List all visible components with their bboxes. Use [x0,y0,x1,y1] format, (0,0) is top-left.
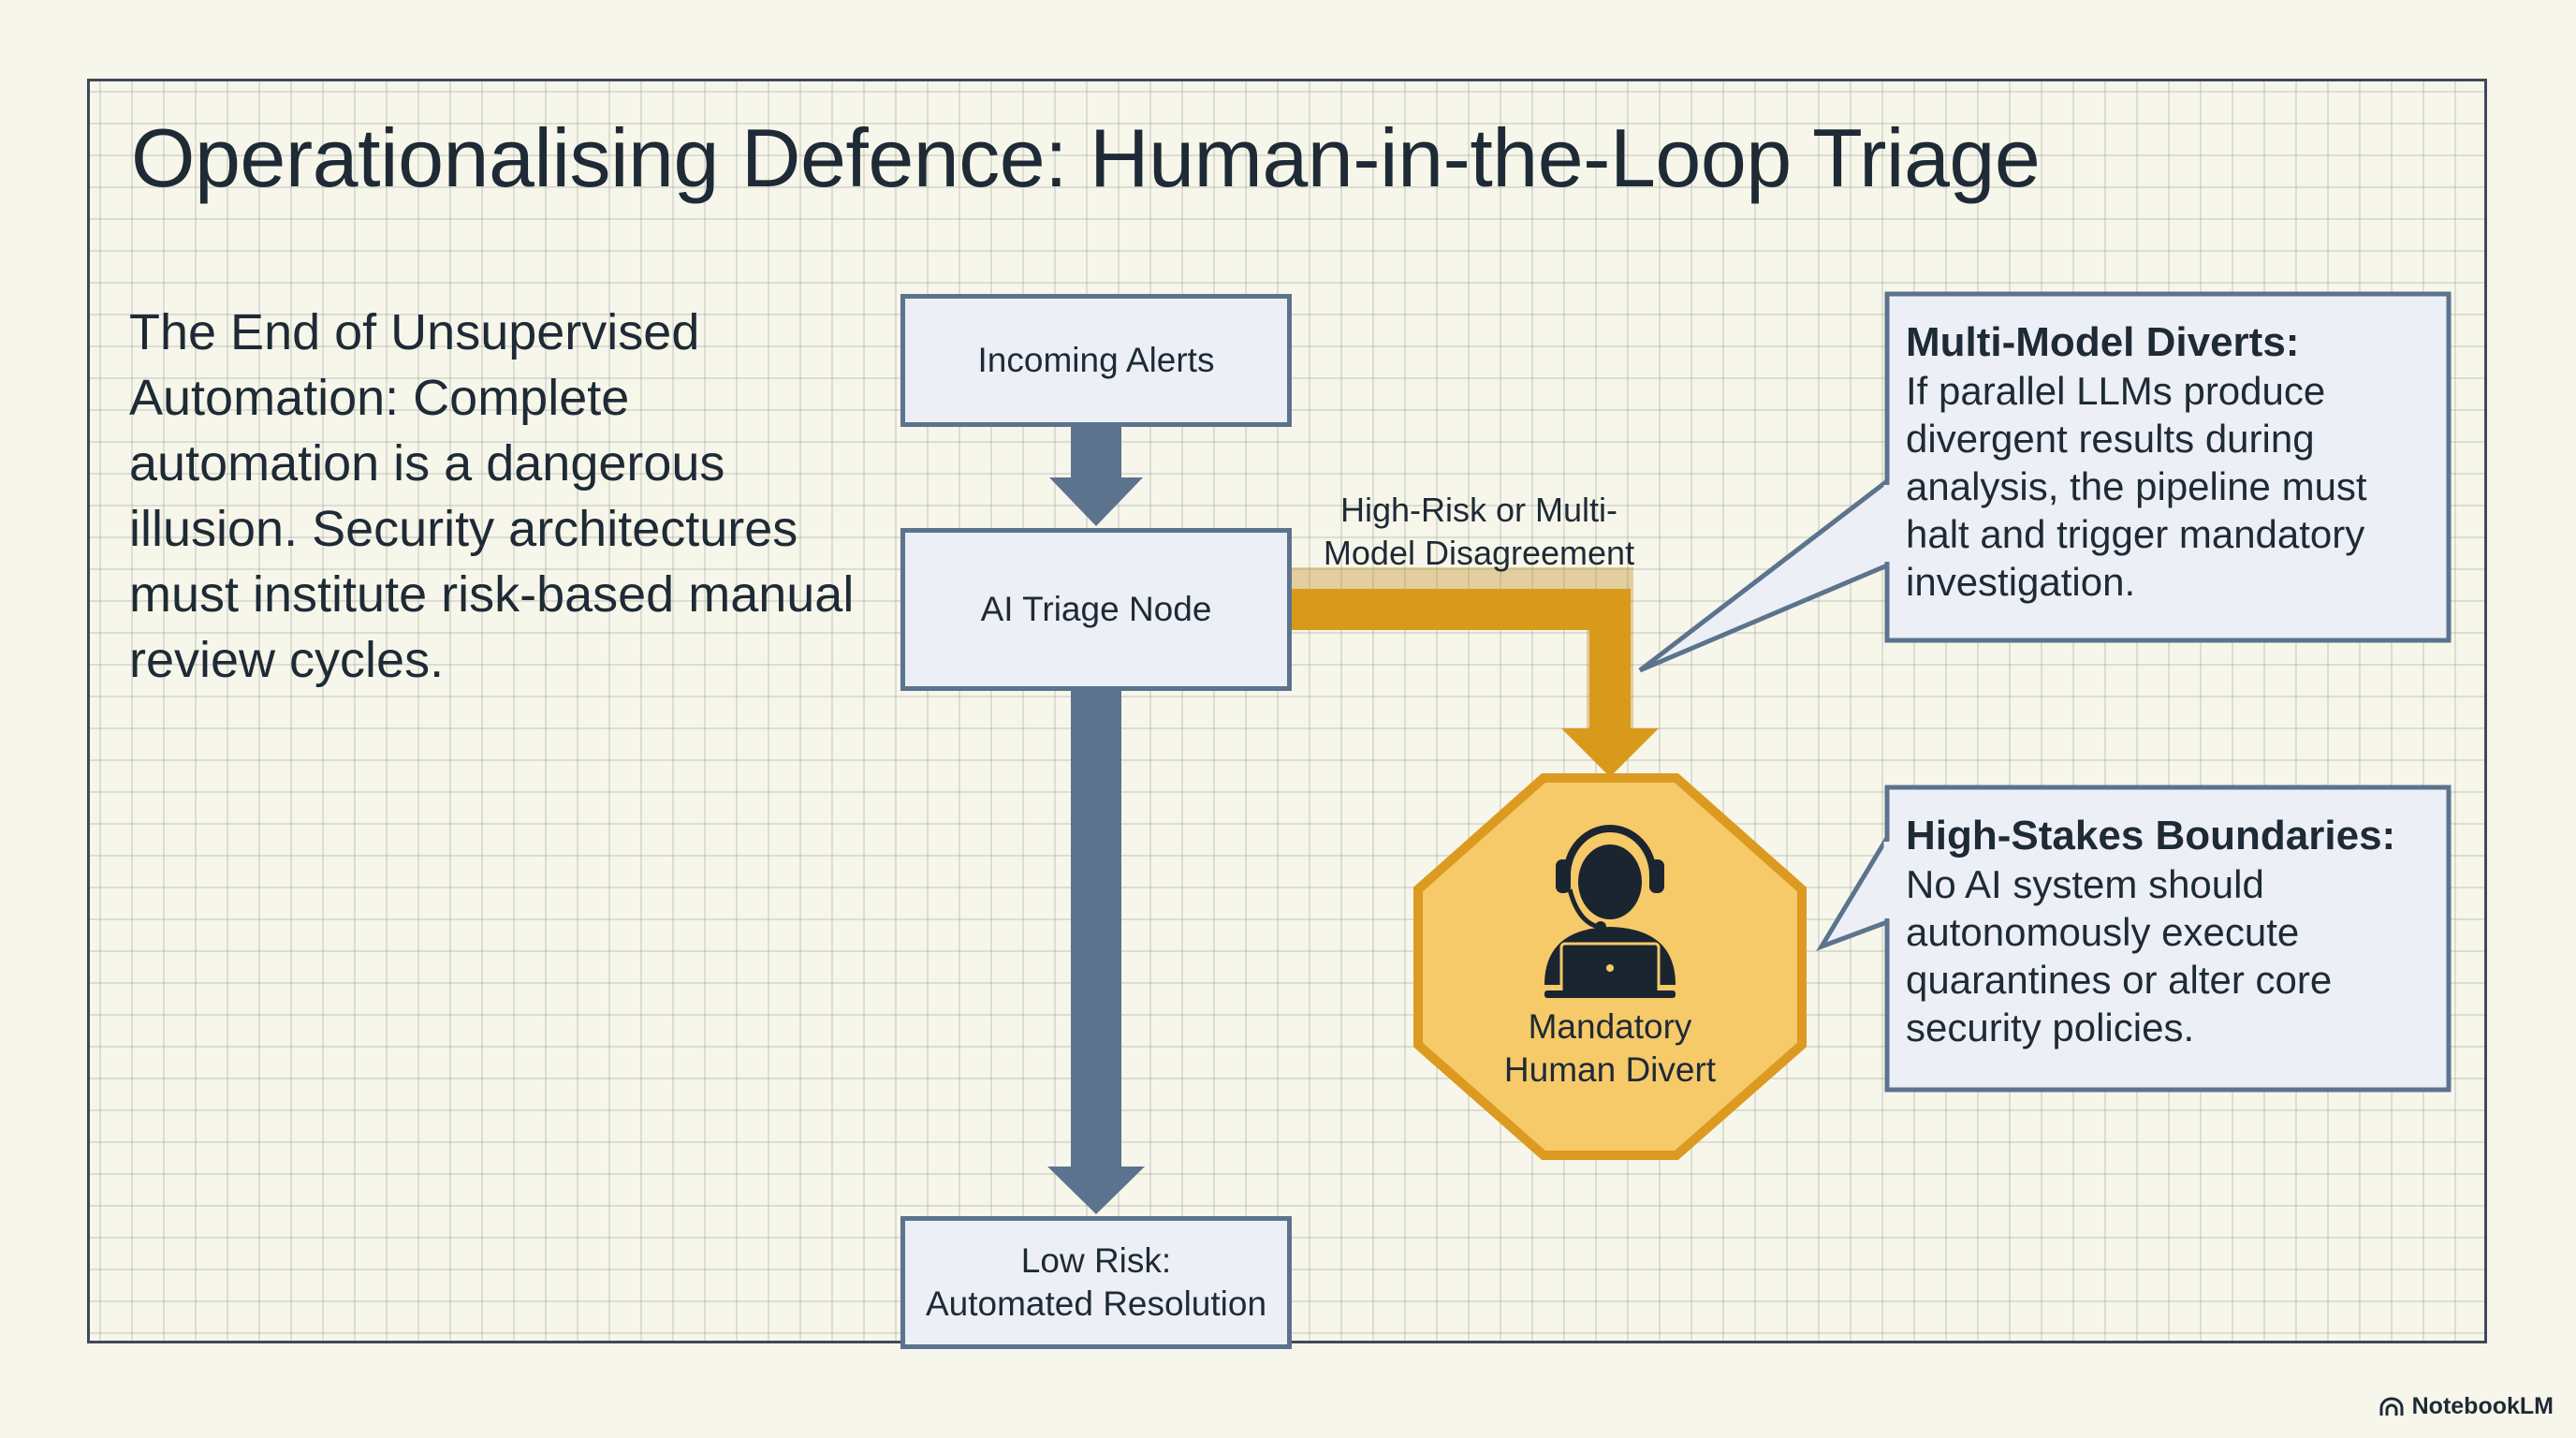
node-incoming-alerts: Incoming Alerts [900,294,1292,427]
callout-high-stakes-boundaries: High-Stakes Boundaries: No AI system sho… [1887,787,2449,1090]
node-low-risk-label-line1: Low Risk: [1020,1241,1172,1280]
branch-label-line2: Model Disagreement [1323,534,1635,572]
arrow-triage-to-human-divert [1292,567,1659,777]
brand-watermark: NotebookLM [2378,1393,2554,1420]
branch-label: High-Risk or Multi- Model Disagreement [1282,489,1676,575]
callout-high-stakes-heading: High-Stakes Boundaries: [1906,813,2396,858]
node-ai-triage: AI Triage Node [900,528,1292,691]
node-incoming-alerts-label: Incoming Alerts [977,341,1215,379]
callout-box-multi-model [1884,291,2452,643]
headset-operator-laptop-icon [1544,825,1676,998]
notebooklm-logo-icon [2379,1397,2404,1416]
intro-text: The End of Unsupervised Automation: Comp… [129,304,855,688]
callout-pointer-multi-model [1638,476,1890,673]
node-ai-triage-label: AI Triage Node [980,590,1212,628]
callout-multi-model-diverts: Multi-Model Diverts: If parallel LLMs pr… [1887,294,2449,640]
brand-name: NotebookLM [2411,1393,2554,1419]
callout-high-stakes-body: No AI system should autonomously execute… [1906,862,2333,1049]
arrow-alerts-to-triage [1049,427,1143,526]
callout-multi-model-body: If parallel LLMs produce divergent resul… [1906,369,2367,604]
human-divert-label-line1: Mandatory [1528,1007,1692,1046]
human-divert-label-line2: Human Divert [1503,1050,1717,1089]
node-low-risk-resolution: Low Risk: Automated Resolution [900,1216,1292,1349]
slide-title: Operationalising Defence: Human-in-the-L… [131,111,2041,204]
callout-multi-model-heading: Multi-Model Diverts: [1906,319,2300,365]
callout-pointer-high-stakes [1816,829,1890,951]
node-low-risk-label-line2: Automated Resolution [925,1284,1267,1323]
branch-label-line1: High-Risk or Multi- [1339,491,1618,529]
human-divert-label: Mandatory Human Divert [1442,1005,1778,1092]
callout-box-high-stakes [1884,785,2452,1093]
arrow-triage-to-low-risk [1047,691,1145,1214]
slide-frame [87,79,2487,1343]
